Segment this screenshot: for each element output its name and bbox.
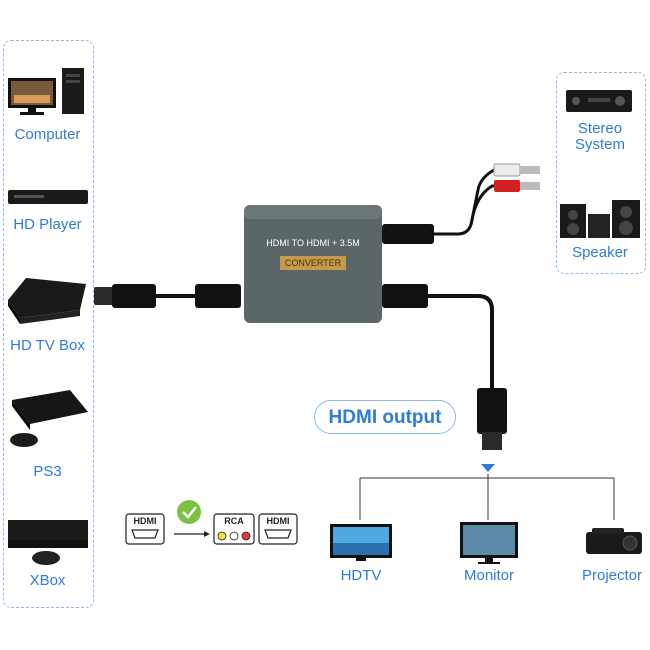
speaker-icon	[560, 200, 640, 238]
monitor-label: Monitor	[463, 567, 515, 584]
legend-hdmi-in-label: HDMI	[133, 516, 157, 526]
audio-jack-plug	[382, 224, 434, 244]
converter-title: HDMI TO HDMI + 3.5M	[266, 238, 360, 248]
hdtv-label: HDTV	[340, 567, 382, 584]
computer-icon	[8, 68, 84, 115]
xbox-icon	[8, 520, 88, 565]
hdmi-input-connector	[112, 284, 156, 308]
down-arrow-icon	[481, 464, 495, 472]
hdmi-output-connector	[382, 284, 428, 308]
xbox-label: XBox	[29, 572, 66, 589]
legend-hdmi-out-label: HDMI	[266, 516, 290, 526]
hd-player-label: HD Player	[13, 216, 82, 233]
source-devices-panel	[3, 40, 94, 608]
legend-rca-label: RCA	[224, 516, 244, 526]
rca-red-plug	[494, 180, 520, 192]
hdmi-input-plug	[94, 287, 116, 305]
hdtv-icon	[330, 524, 392, 561]
stereo-system-label-line1: Stereo	[577, 120, 623, 137]
legend-hdmi-out-box	[258, 513, 298, 545]
stereo-system-label-line2: System	[574, 136, 625, 153]
audio-devices-panel	[556, 72, 646, 274]
converter-badge: CONVERTER	[280, 256, 346, 270]
hdmi-output-cable	[428, 294, 494, 390]
projector-label: Projector	[581, 567, 643, 584]
hdmi-output-label: HDMI output	[314, 400, 456, 434]
rca-white-plug	[493, 163, 521, 177]
hdmi-input-connector-2	[195, 284, 241, 308]
tv-box-icon	[8, 278, 86, 324]
ps3-icon	[10, 390, 88, 447]
stereo-system-icon	[566, 90, 632, 112]
computer-label: Computer	[14, 126, 81, 143]
speaker-label: Speaker	[572, 244, 628, 261]
hd-player-icon	[8, 190, 88, 204]
tv-box-label: HD TV Box	[10, 337, 85, 354]
audio-cable	[434, 168, 510, 236]
legend-hdmi-in-box	[125, 513, 165, 545]
ps3-label: PS3	[33, 463, 62, 480]
projector-icon	[586, 528, 642, 554]
check-icon	[177, 500, 201, 524]
monitor-icon	[460, 522, 518, 564]
hdmi-output-plug	[477, 388, 507, 434]
